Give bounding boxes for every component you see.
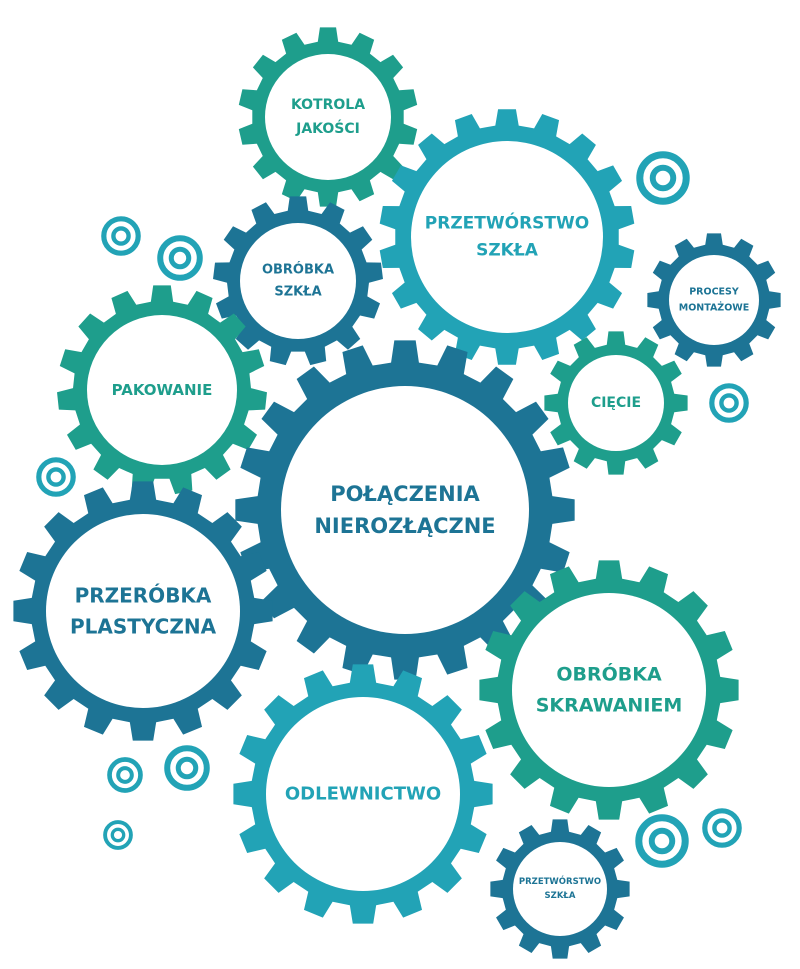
ring-outer: [709, 383, 749, 423]
ring-inner: [116, 766, 134, 784]
gear-label: SZKŁA: [545, 891, 576, 901]
gear-polaczenia-nierozlaczne: POŁĄCZENIA NIEROZŁĄCZNE: [235, 340, 575, 680]
gear-obrobka-skrawaniem: OBRÓBKA SKRAWANIEM: [479, 560, 739, 820]
decorative-ring-icon: [107, 757, 143, 793]
gear-center: [669, 255, 759, 345]
gear-label: NIEROZŁĄCZNE: [314, 514, 495, 538]
gear-center: [266, 697, 460, 891]
ring-inner: [168, 246, 192, 270]
gear-obrobka-szkla: OBRÓBKA SZKŁA: [213, 196, 383, 366]
ring-outer: [702, 808, 742, 848]
ring-outer: [157, 235, 203, 281]
ring-inner: [719, 393, 739, 413]
decorative-ring-icon: [636, 151, 690, 205]
gear-center: [281, 386, 529, 634]
gear-center: [568, 355, 664, 451]
gear-label: SZKŁA: [274, 285, 321, 300]
gear-ciecie: CIĘCIE: [544, 331, 688, 475]
gear-label: SKRAWANIEM: [536, 695, 683, 717]
gear-label: ODLEWNICTWO: [285, 784, 441, 805]
gear-label: PRZERÓBKA: [75, 584, 212, 608]
gear-label: OBRÓBKA: [262, 262, 334, 278]
gear-label: OBRÓBKA: [556, 662, 662, 686]
gear-label: MONTAŻOWE: [679, 303, 750, 314]
decorative-ring-icon: [103, 820, 133, 850]
gear-center: [87, 315, 237, 465]
ring-inner: [46, 467, 66, 487]
gear-label: JAKOŚCI: [295, 119, 360, 137]
gear-center: [512, 593, 706, 787]
ring-outer: [636, 151, 690, 205]
ring-inner: [111, 226, 131, 246]
gear-label: POŁĄCZENIA: [330, 482, 480, 506]
gear-przerobka-plastyczna: PRZERÓBKA PLASTYCZNA: [13, 481, 273, 741]
gear-center: [265, 54, 391, 180]
gear-przetworstwo-szkla-large: PRZETWÓRSTWO SZKŁA: [379, 109, 635, 365]
decorative-ring-icon: [101, 216, 141, 256]
gear-label: PROCESY: [689, 287, 739, 298]
ring-inner: [649, 164, 677, 192]
gear-kotrola-jakosci: KOTROLA JAKOŚCI: [238, 27, 418, 207]
gear-label: PRZETWÓRSTWO: [519, 875, 601, 887]
gear-center: [411, 141, 603, 333]
ring-outer: [36, 457, 76, 497]
ring-inner: [175, 756, 199, 780]
gear-przetworstwo-szkla-small: PRZETWÓRSTWO SZKŁA: [490, 819, 630, 959]
ring-inner: [110, 827, 126, 843]
gear-procesy-montazowe: PROCESY MONTAŻOWE: [647, 233, 781, 367]
gear-center: [240, 223, 356, 339]
ring-inner: [648, 827, 676, 855]
ring-outer: [107, 757, 143, 793]
gear-center: [513, 842, 607, 936]
gear-label: PAKOWANIE: [112, 381, 213, 399]
gear-pakowanie: PAKOWANIE: [57, 285, 267, 495]
decorative-ring-icon: [702, 808, 742, 848]
gear-odlewnictwo: ODLEWNICTWO: [233, 664, 493, 924]
ring-outer: [635, 814, 689, 868]
ring-outer: [164, 745, 210, 791]
ring-outer: [103, 820, 133, 850]
decorative-ring-icon: [635, 814, 689, 868]
gear-label: SZKŁA: [476, 241, 539, 261]
ring-inner: [712, 818, 732, 838]
decorative-ring-icon: [157, 235, 203, 281]
gear-label: KOTROLA: [291, 97, 365, 113]
gear-label: PRZETWÓRSTWO: [425, 212, 589, 234]
gear-label: CIĘCIE: [591, 395, 641, 411]
gear-center: [46, 514, 240, 708]
decorative-ring-icon: [36, 457, 76, 497]
gear-label: PLASTYCZNA: [70, 615, 217, 639]
ring-outer: [101, 216, 141, 256]
decorative-ring-icon: [709, 383, 749, 423]
decorative-ring-icon: [164, 745, 210, 791]
